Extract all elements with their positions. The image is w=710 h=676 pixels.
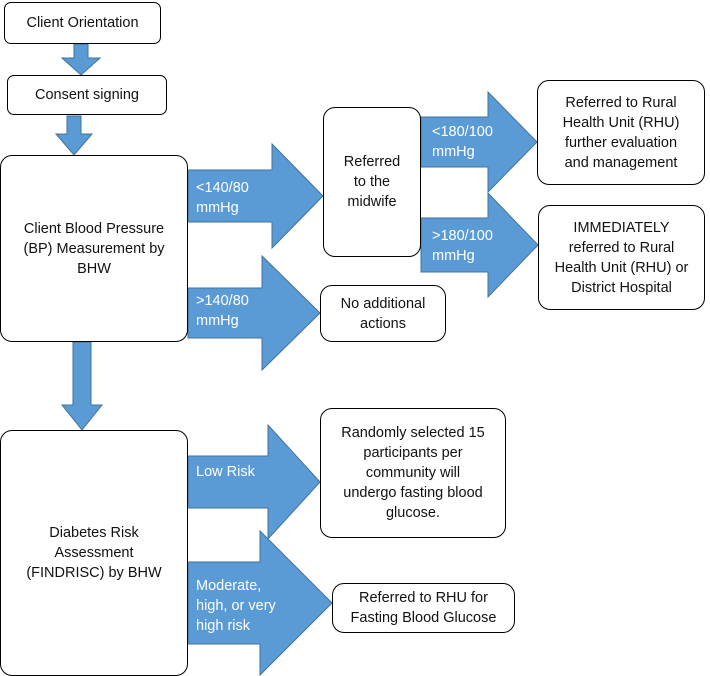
random-selected-line: glucose. [385, 505, 440, 521]
referred-midwife-box: Referred to the midwife [323, 107, 421, 257]
referred-rhu-line: Health Unit (RHU) [562, 114, 680, 131]
referred-midwife-line: to the [353, 174, 391, 190]
diabetes-assessment-box: Diabetes Risk Assessment (FINDRISC) by B… [0, 430, 188, 676]
immediately-referred-line: referred to Rural [568, 239, 675, 256]
bp-measurement-line: Client Blood Pressure [23, 220, 165, 237]
midwife-high-arrow [420, 191, 539, 299]
bp-measurement-line: (BP) Measurement by [23, 240, 165, 257]
referred-rhu-box: Referred to Rural Health Unit (RHU) furt… [537, 80, 705, 185]
referred-rhu-line: Referred to Rural [565, 94, 677, 111]
consent-to-bp-arrow [54, 115, 94, 156]
referred-rhu-line: further evaluation [564, 134, 678, 151]
midwife-low-arrow [420, 90, 538, 194]
referred-midwife-line: midwife [347, 194, 397, 210]
bp-high-arrow [187, 254, 321, 372]
referred-rhu-line: and management [564, 154, 678, 171]
bp-low-arrow [187, 142, 324, 250]
bp-measurement-line: BHW [77, 260, 111, 277]
no-additional-line: actions [360, 315, 406, 332]
bp-measurement-box: Client Blood Pressure (BP) Measurement b… [0, 155, 188, 342]
referred-rhu-fbg-box: Referred to RHU for Fasting Blood Glucos… [332, 583, 515, 633]
immediately-referred-line: Health Unit (RHU) or [554, 259, 689, 276]
low-risk-arrow [187, 423, 321, 541]
random-selected-line: participants per [363, 445, 463, 461]
referred-midwife-line: Referred [343, 154, 401, 170]
no-additional-line: No additional [340, 295, 426, 312]
random-selected-line: undergo fasting blood [343, 485, 483, 501]
orientation-to-consent-arrow [60, 43, 102, 76]
random-selected-line: Randomly selected 15 [341, 425, 485, 441]
random-selected-line: community will [365, 465, 461, 481]
referred-rhu-fbg-line: Fasting Blood Glucose [350, 610, 497, 626]
immediately-referred-line: IMMEDIATELY [573, 219, 670, 236]
low-risk-label: Low Risk [196, 464, 255, 480]
consent-signing-box: Consent signing [7, 75, 167, 115]
bp-to-diabetes-arrow [60, 341, 104, 431]
random-selected-box: Randomly selected 15 participants per co… [320, 408, 506, 538]
consent-signing-label: Consent signing [35, 87, 139, 103]
client-orientation-label: Client Orientation [26, 15, 139, 31]
diabetes-assessment-line: Diabetes Risk [49, 525, 139, 541]
moderate-risk-arrow [187, 529, 333, 676]
immediately-referred-line: District Hospital [571, 279, 672, 296]
no-additional-actions-box: No additional actions [320, 285, 446, 342]
immediately-referred-box: IMMEDIATELY referred to Rural Health Uni… [538, 205, 705, 310]
referred-rhu-fbg-line: Referred to RHU for [359, 590, 488, 606]
diabetes-assessment-line: Assessment [54, 545, 134, 561]
client-orientation-box: Client Orientation [4, 2, 161, 44]
diabetes-assessment-line: (FINDRISC) by BHW [26, 565, 162, 581]
